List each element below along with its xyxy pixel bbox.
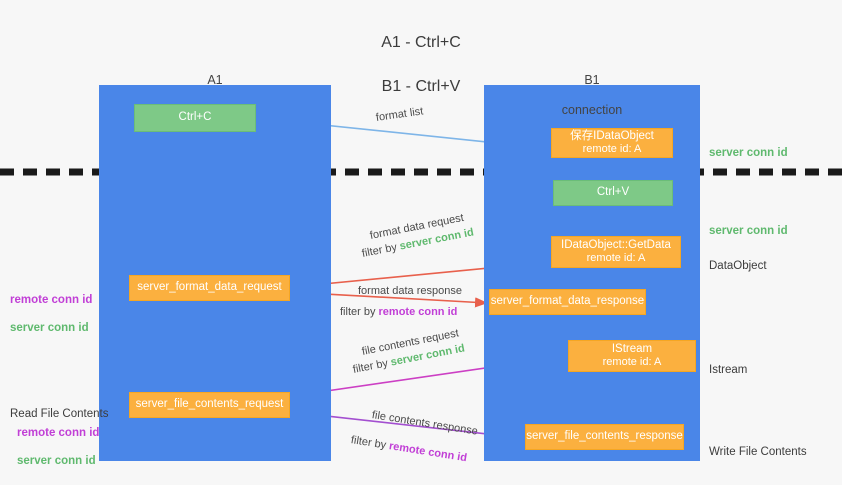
edge-label-format-data-response-filter: filter by remote conn id <box>340 306 457 318</box>
node-ctrl-v[interactable]: Ctrl+V <box>553 180 673 206</box>
lane-title-b1: B1 connection <box>484 58 700 133</box>
right-label-istream: Istream <box>709 349 747 377</box>
filter-key-remote-conn-id: remote conn id <box>378 306 458 318</box>
left-label-conn-ids-2: remote conn id server conn id <box>17 412 99 482</box>
filter-key-remote-conn-id: remote conn id <box>388 440 468 465</box>
title-line-2: B1 - Ctrl+V <box>381 78 461 95</box>
node-getdata-line1: IDataObject::GetData <box>561 238 671 251</box>
lane-a1-name: A1 <box>207 73 223 87</box>
node-ctrl-v-label: Ctrl+V <box>596 186 630 199</box>
node-server-format-data-request-label: server_format_data_request <box>137 281 282 294</box>
node-istream-line1: IStream <box>611 342 653 355</box>
node-server-file-contents-response[interactable]: server_file_contents_response <box>525 424 684 450</box>
right-label-write-file-contents-text: Write File Contents <box>709 446 807 458</box>
edge-label-format-data-response: format data response <box>358 285 462 297</box>
right-label-istream-text: Istream <box>709 364 748 376</box>
filter-prefix: filter by <box>351 356 392 376</box>
node-ctrl-c-label: Ctrl+C <box>178 111 212 124</box>
edge-label-format-data-response-text: format data response <box>358 285 462 297</box>
filter-prefix: filter by <box>340 306 379 318</box>
left-label-remote-conn-id-2: remote conn id <box>17 427 100 439</box>
left-label-conn-ids-1: remote conn id server conn id <box>10 279 92 349</box>
right-label-server-conn-id-1: server conn id <box>709 132 788 160</box>
node-server-format-data-response[interactable]: server_format_data_response <box>489 289 646 315</box>
left-label-server-conn-id-1: server conn id <box>10 322 89 334</box>
node-save-idataobject[interactable]: 保存IDataObject remote id: A <box>551 128 673 158</box>
node-server-file-contents-response-label: server_file_contents_response <box>526 430 683 443</box>
filter-prefix: filter by <box>350 434 390 452</box>
lane-b1-sub: connection <box>561 103 623 117</box>
filter-prefix: filter by <box>360 240 401 260</box>
node-ctrl-c[interactable]: Ctrl+C <box>134 104 256 132</box>
node-server-file-contents-request-label: server_file_contents_request <box>135 398 284 411</box>
right-label-server-conn-id-2-text: server conn id <box>709 225 788 237</box>
node-istream[interactable]: IStream remote id: A <box>568 340 696 372</box>
node-istream-line2: remote id: A <box>602 356 662 368</box>
right-label-dataobject: DataObject <box>709 245 767 273</box>
title-line-1: A1 - Ctrl+C <box>381 34 461 51</box>
node-server-format-data-request[interactable]: server_format_data_request <box>129 275 290 301</box>
left-label-read-file-contents: Read File Contents <box>10 393 108 421</box>
node-server-format-data-response-label: server_format_data_response <box>490 295 645 308</box>
right-label-server-conn-id-1-text: server conn id <box>709 147 788 159</box>
edge-label-file-contents-response-filter: filter by remote conn id <box>350 434 468 464</box>
node-save-idataobject-line2: remote id: A <box>582 143 642 155</box>
right-label-server-conn-id-2: server conn id <box>709 210 788 238</box>
left-label-remote-conn-id-1: remote conn id <box>10 294 93 306</box>
right-label-dataobject-text: DataObject <box>709 260 767 272</box>
left-label-read-file-contents-text: Read File Contents <box>10 408 109 420</box>
lane-b1-name: B1 <box>584 73 600 87</box>
edge-label-file-contents-response: file contents response <box>371 409 479 438</box>
node-getdata-line2: remote id: A <box>586 252 646 264</box>
node-save-idataobject-line1: 保存IDataObject <box>570 129 654 142</box>
diagram-title: A1 - Ctrl+C B1 - Ctrl+V <box>0 10 842 120</box>
node-server-file-contents-request[interactable]: server_file_contents_request <box>129 392 290 418</box>
left-label-server-conn-id-2: server conn id <box>17 455 96 467</box>
node-getdata[interactable]: IDataObject::GetData remote id: A <box>551 236 681 268</box>
edge-label-file-contents-response-text: file contents response <box>371 409 479 438</box>
right-label-write-file-contents: Write File Contents <box>709 431 807 459</box>
